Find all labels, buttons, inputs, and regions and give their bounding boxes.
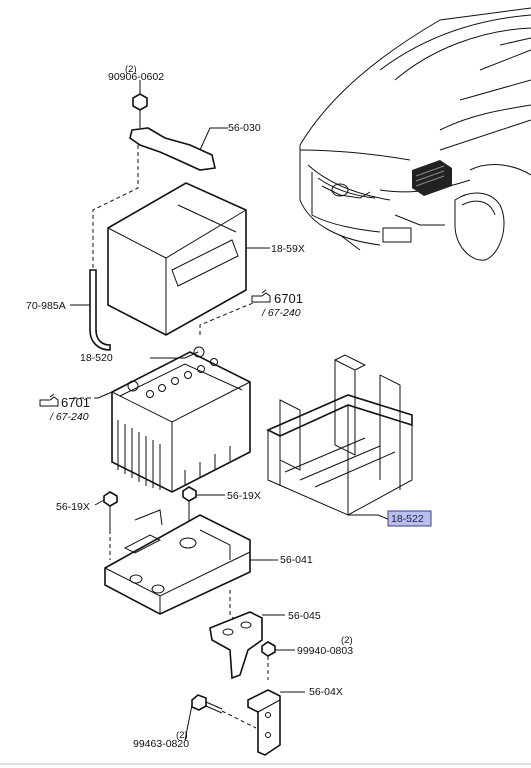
reference-subtitle: / 67-240 [49,411,89,423]
reference-6701-top[interactable]: 6701 / 67-240 [251,289,303,319]
part-label-56-030[interactable]: 56-030 [228,122,261,134]
reference-number: 6701 [61,395,90,410]
pointing-hand-icon [251,289,271,303]
reference-subtitle: / 67-240 [261,307,301,319]
part-label-56-19X-right[interactable]: 56-19X [227,490,261,502]
reference-number: 6701 [274,291,303,306]
part-label-18-520[interactable]: 18-520 [80,352,113,364]
part-label-56-04X[interactable]: 56-04X [309,686,343,698]
qty-label: (2) [176,730,188,741]
part-label-56-041[interactable]: 56-041 [280,554,313,566]
battery-cover-18-59X [107,182,270,336]
bracket-56-045 [209,611,285,680]
pointing-hand-icon [39,393,59,407]
battery-location-marker [412,160,452,196]
bolt-99463-0820 [184,694,257,741]
reference-6701-left[interactable]: 6701 / 67-240 [39,393,90,423]
part-label-90906-0602[interactable]: 90906-0602 [108,71,164,83]
bracket-56-04X [247,689,305,756]
part-label-18-59X[interactable]: 18-59X [271,243,305,255]
part-label-70-985A[interactable]: 70-985A [26,300,66,312]
highlighted-part-18-522[interactable]: 18-522 [387,510,432,527]
nut-99940-0803 [261,641,295,680]
part-label-99463-0820[interactable]: 99463-0820 [133,738,189,750]
car-illustration [299,7,531,261]
battery-tray-frame-18-522 [266,354,413,521]
part-label-56-045[interactable]: 56-045 [288,610,321,622]
battery-18-520 [97,346,251,493]
qty-label: (2) [341,635,353,646]
part-label-18-522: 18-522 [391,513,424,525]
battery-clamp-56-030 [129,110,228,171]
hold-down-rod-70-985A [70,269,111,351]
highlight-box [387,510,432,527]
part-label-99940-0803[interactable]: 99940-0803 [297,645,353,657]
battery-tray-56-041 [104,509,278,615]
bolt-90906-0602 [132,80,148,111]
qty-label: (2) [125,64,137,75]
part-label-56-19X-left[interactable]: 56-19X [56,501,90,513]
bolt-56-19X-left [94,491,118,560]
